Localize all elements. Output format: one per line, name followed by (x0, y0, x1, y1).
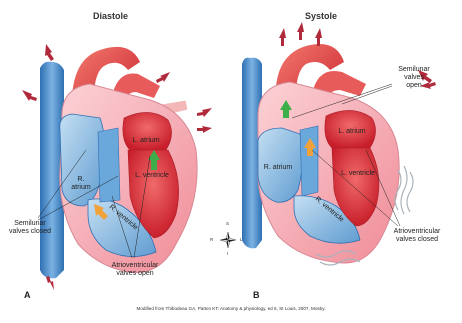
diastole-semilunar-label: Semilunar valves closed (2, 220, 58, 236)
panel-letter-a: A (24, 290, 31, 300)
systole-semilunar-label: Semilunar valves open (390, 66, 438, 90)
systole-l-atrium-label: L. atrium (332, 128, 372, 136)
systole-atrioventricular-label: Atrioventricular valves closed (386, 228, 448, 244)
diastole-title: Diastole (93, 11, 128, 21)
panel-letter-b: B (253, 290, 260, 300)
diastole-l-ventricle-label: L. ventricle (128, 172, 176, 180)
diastole-panel (22, 44, 212, 290)
source-credit: Modified from Thibodeau GA, Patton KT: A… (0, 306, 462, 311)
compass-i: I (227, 251, 228, 256)
compass-r: R (210, 237, 213, 242)
orientation-compass (220, 232, 236, 248)
compass-l: L (240, 237, 243, 242)
systole-r-atrium-label: R. atrium (258, 164, 298, 172)
diastole-r-atrium-label: R. atrium (64, 176, 98, 192)
diastole-atrioventricular-label: Atrioventricular valves open (104, 262, 166, 278)
septum-column-b (300, 126, 318, 196)
compass-s: S (226, 221, 229, 226)
systole-l-ventricle-label: L. ventricle (334, 170, 382, 178)
septum-column (98, 128, 120, 202)
diastole-l-atrium-label: L. atrium (126, 137, 166, 145)
systole-title: Systole (305, 11, 337, 21)
